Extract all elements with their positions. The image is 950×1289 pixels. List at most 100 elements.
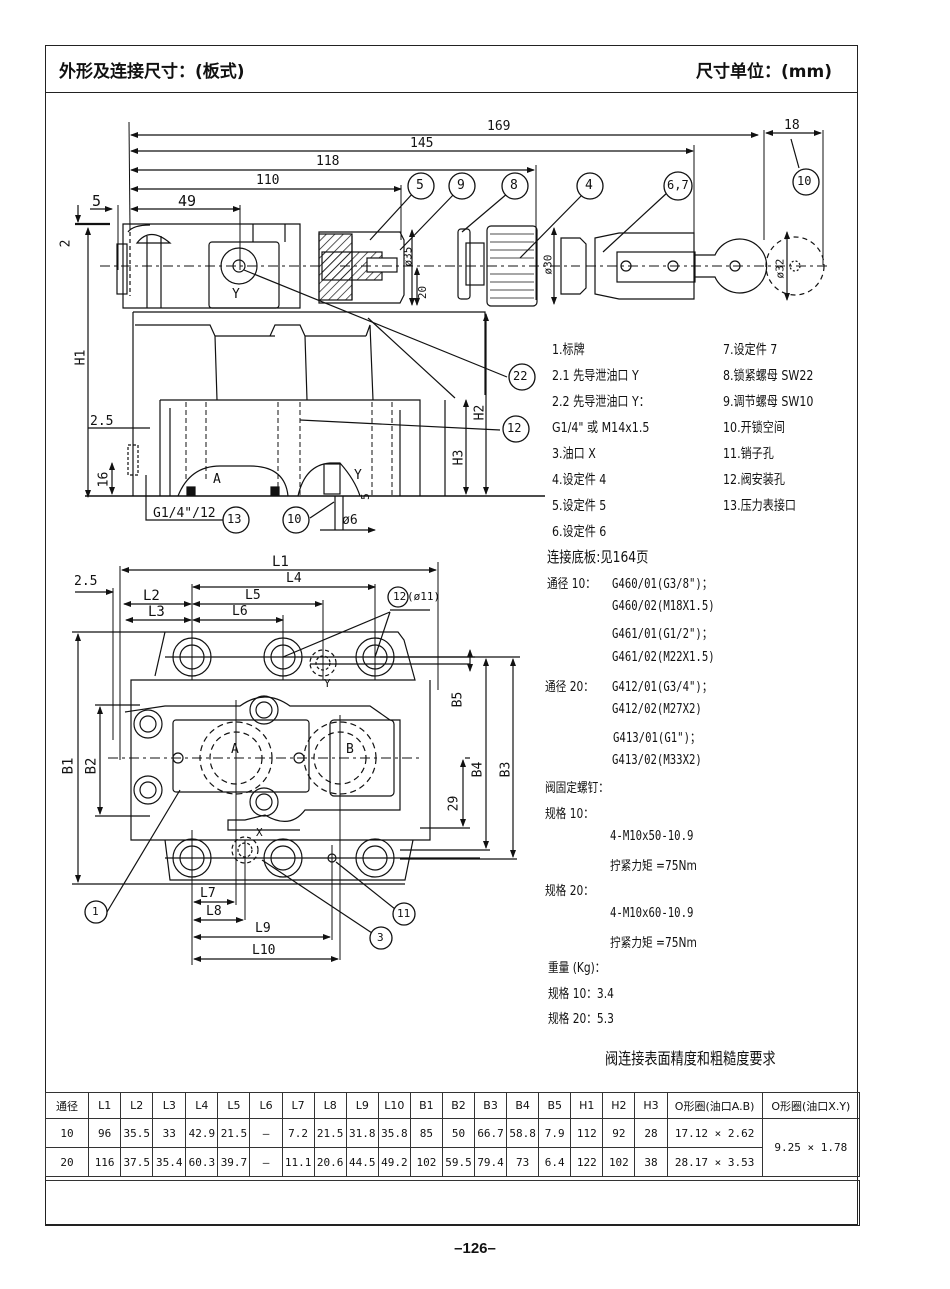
dim-l6-label: L6 [232, 604, 248, 619]
cell: 28 [634, 1118, 668, 1148]
cell: 21.5 [313, 1118, 347, 1148]
callout-6-7: 6,7 [667, 178, 689, 192]
cell: 20 [44, 1147, 90, 1177]
callout-3: 3 [377, 931, 384, 944]
legend-item: G1/4" 或 M14x1.5 [552, 420, 650, 436]
cell: 7.9 [538, 1118, 572, 1148]
callout-12-top: 12 [393, 590, 407, 603]
dim-35-label: ø35 [401, 246, 415, 267]
surface-requirement-title: 阀连接表面精度和粗糙度要求 [605, 1049, 776, 1068]
cell: 31.8 [345, 1118, 379, 1148]
col-header: L3 [152, 1092, 187, 1119]
dim-l3-label: L3 [148, 604, 165, 620]
col-header: L2 [120, 1092, 154, 1119]
dim-2-5-top-label: 2.5 [74, 574, 98, 589]
legend-item: 10.开锁空间 [723, 420, 785, 436]
callout-1: 1 [92, 905, 99, 918]
hole-dia-label: (ø11) [407, 590, 441, 603]
subplate-item: G460/01(G3/8")； [612, 577, 713, 592]
top-callouts [84, 586, 416, 950]
subplate-item: G413/01(G1")； [613, 731, 701, 746]
col-header: O形圈(油口X.Y) [761, 1092, 861, 1119]
cell: 49.2 [377, 1147, 411, 1177]
col-header: L8 [313, 1092, 347, 1119]
table-row: 10 96 35.5 33 42.9 21.5 – 7.2 21.5 31.8 … [44, 1118, 861, 1177]
col-header: L4 [185, 1092, 219, 1119]
subplate-item: G412/02(M27X2) [612, 702, 702, 717]
legend-item: 1.标牌 [552, 342, 585, 358]
callout-13: 13 [227, 512, 242, 526]
col-header: H3 [634, 1092, 668, 1119]
cell: 112 [570, 1118, 604, 1148]
dim-29-label: 29 [446, 795, 462, 812]
col-header: H1 [570, 1092, 604, 1119]
dim-5b-label: 5 [358, 493, 372, 500]
cell: 6.4 [538, 1147, 572, 1177]
spec20-screw: 4-M10x60-10.9 [610, 906, 694, 921]
port-y2-label: Y [354, 468, 362, 483]
dim-32-label: ø32 [773, 258, 787, 279]
dim-18-label: 18 [784, 118, 800, 133]
col-header: H2 [602, 1092, 636, 1119]
col-header: 通径 [44, 1092, 90, 1119]
cell: 102 [409, 1147, 443, 1177]
weight-title: 重量 (Kg)： [548, 961, 606, 976]
cell: 17.12 × 2.62 [666, 1118, 763, 1148]
cell: 116 [88, 1147, 122, 1177]
side-callouts [222, 168, 820, 534]
cell: 102 [602, 1147, 636, 1177]
col-header: L9 [345, 1092, 379, 1119]
dim-6-label: ø6 [342, 513, 358, 528]
table-blank-row [45, 1180, 860, 1226]
dim-b2-label: B2 [83, 757, 100, 775]
cell: 92 [602, 1118, 636, 1148]
subplate-item: G412/01(G3/4")； [612, 680, 713, 695]
legend-item: 11.销子孔 [723, 446, 774, 462]
cell: 38 [634, 1147, 668, 1177]
cell: 59.5 [441, 1147, 476, 1177]
cell: – [249, 1118, 283, 1148]
dim-h3-label: H3 [451, 449, 467, 466]
col-header: O形圈(油口A.B) [666, 1092, 763, 1119]
col-header: L5 [217, 1092, 251, 1119]
cell: 44.5 [345, 1147, 379, 1177]
dim-30-label: ø30 [541, 254, 555, 275]
weight-20: 规格 20：5.3 [548, 1012, 614, 1027]
cell: 35.8 [377, 1118, 411, 1148]
legend-item: 2.2 先导泄油口 Y： [552, 394, 650, 410]
legend-item: 13.压力表接口 [723, 498, 796, 514]
col-header: B2 [441, 1092, 476, 1119]
dim-110-label: 110 [256, 173, 280, 188]
top-view [72, 562, 520, 965]
dim-b5-label: B5 [450, 691, 466, 708]
spec20-torque: 拧紧力矩 =75Nm [610, 936, 697, 951]
table-row: 20 116 37.5 35.4 60.3 39.7 – 11.1 20.6 4… [44, 1147, 860, 1177]
cell: 7.2 [281, 1118, 315, 1148]
col-header: L1 [88, 1092, 122, 1119]
legend-item: 8.锁紧螺母 SW22 [723, 368, 814, 384]
dim-h1-label: H1 [73, 349, 89, 366]
screws-title: 阀固定螺钉： [545, 781, 609, 796]
dim-b1-label: B1 [60, 757, 77, 775]
subplate-item: G461/02(M22X1.5) [612, 650, 715, 665]
cell: 58.8 [506, 1118, 540, 1148]
cell: 37.5 [120, 1147, 154, 1177]
legend-item: 12.阀安装孔 [723, 472, 785, 488]
weight-10: 规格 10：3.4 [548, 987, 614, 1002]
port-a-top: A [231, 742, 239, 757]
subplate-title: 连接底板:见164页 [547, 548, 649, 566]
dim-b3-label: B3 [498, 761, 514, 778]
col-header: B5 [538, 1092, 572, 1119]
dim-l1-label: L1 [272, 554, 289, 570]
table-header-row: 通径 L1 L2 L3 L4 L5 L6 L7 L8 L9 L10 B1 B2 … [44, 1092, 861, 1119]
dim-5-label: 5 [92, 192, 102, 210]
subplate-item: G460/02(M18X1.5) [612, 599, 715, 614]
page-number: –126– [454, 1240, 496, 1257]
oring-xy-cell: 9.25 × 1.78 [761, 1118, 861, 1177]
cell: 39.7 [217, 1147, 251, 1177]
col-header: L6 [249, 1092, 283, 1119]
port-b-top: B [346, 742, 354, 757]
dim-16-label: 16 [96, 471, 112, 488]
size10-label: 通径 10： [547, 577, 596, 592]
